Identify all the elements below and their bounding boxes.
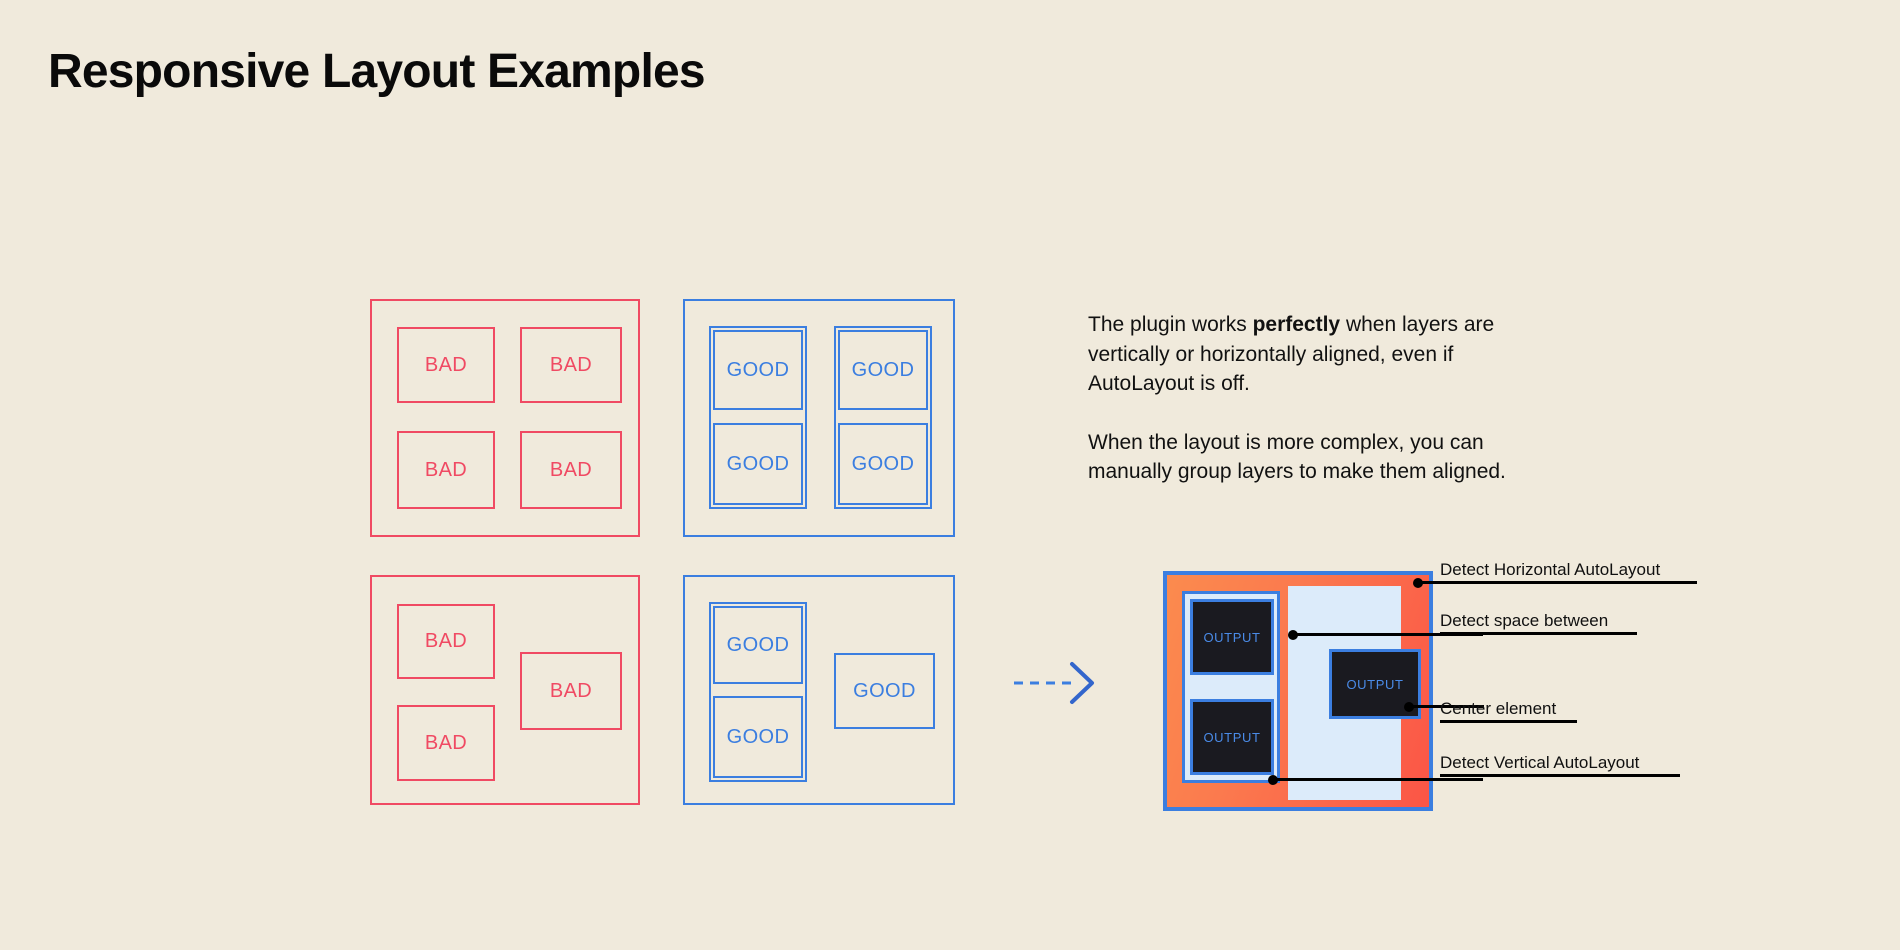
cell-bad: BAD: [397, 705, 495, 781]
description-text: The plugin works perfectly when layers a…: [1088, 310, 1558, 487]
cell-bad: BAD: [397, 604, 495, 679]
callout-label: Detect Horizontal AutoLayout: [1440, 560, 1661, 579]
callout-label: Detect Vertical AutoLayout: [1440, 753, 1640, 772]
annotated-layout-demo: OUTPUT OUTPUT OUTPUT: [1163, 571, 1433, 811]
layer-group: GOOD GOOD: [834, 326, 932, 509]
paragraph-1: The plugin works perfectly when layers a…: [1088, 310, 1558, 399]
cell-bad: BAD: [520, 431, 622, 509]
cell-bad: BAD: [397, 431, 495, 509]
callout-leader-vertical: [1273, 778, 1483, 781]
callout-underline: [1440, 632, 1637, 635]
output-box-bottom: OUTPUT: [1190, 699, 1274, 775]
callout-detect-horizontal-autolayout: Detect Horizontal AutoLayout: [1440, 554, 1698, 584]
cell-good: GOOD: [713, 330, 803, 410]
callout-detect-vertical-autolayout: Detect Vertical AutoLayout: [1440, 747, 1682, 777]
callout-underline: [1440, 774, 1680, 777]
callout-leader-space-between: [1293, 633, 1483, 636]
callout-label: Center element: [1440, 699, 1557, 718]
callout-center-element: Center element: [1440, 693, 1580, 723]
paragraph-1-tail: when layers are vertically or horizontal…: [1088, 313, 1495, 395]
layer-group: GOOD GOOD: [709, 326, 807, 509]
dashed-arrow-right-icon: [1012, 660, 1098, 706]
cell-good: GOOD: [713, 696, 803, 778]
callout-underline: [1440, 720, 1577, 723]
cell-good: GOOD: [713, 606, 803, 684]
cell-good: GOOD: [713, 423, 803, 505]
example-panel-good-complex: GOOD GOOD GOOD: [683, 575, 955, 805]
cell-good: GOOD: [834, 653, 935, 729]
example-panel-good-grid: GOOD GOOD GOOD GOOD: [683, 299, 955, 537]
cell-bad: BAD: [520, 327, 622, 403]
callout-label: Detect space between: [1440, 611, 1609, 630]
paragraph-spacer: [1088, 399, 1558, 428]
emphasis-perfectly: perfectly: [1252, 313, 1341, 336]
vertical-autolayout-group: OUTPUT OUTPUT: [1182, 591, 1280, 783]
cell-bad: BAD: [397, 327, 495, 403]
example-panel-bad-grid: BAD BAD BAD BAD: [370, 299, 640, 537]
callout-underline: [1440, 581, 1697, 584]
callout-leader-center: [1409, 705, 1484, 708]
callout-detect-space-between: Detect space between: [1440, 605, 1638, 635]
page-title: Responsive Layout Examples: [48, 45, 706, 98]
cell-good: GOOD: [838, 330, 928, 410]
paragraph-2: When the layout is more complex, you can…: [1088, 430, 1506, 484]
layer-group: GOOD GOOD: [709, 602, 807, 782]
cell-bad: BAD: [520, 652, 622, 730]
cell-good: GOOD: [838, 423, 928, 505]
output-box-top: OUTPUT: [1190, 599, 1274, 675]
paragraph-1-lead: The plugin works: [1088, 313, 1253, 336]
example-panel-bad-complex: BAD BAD BAD: [370, 575, 640, 805]
